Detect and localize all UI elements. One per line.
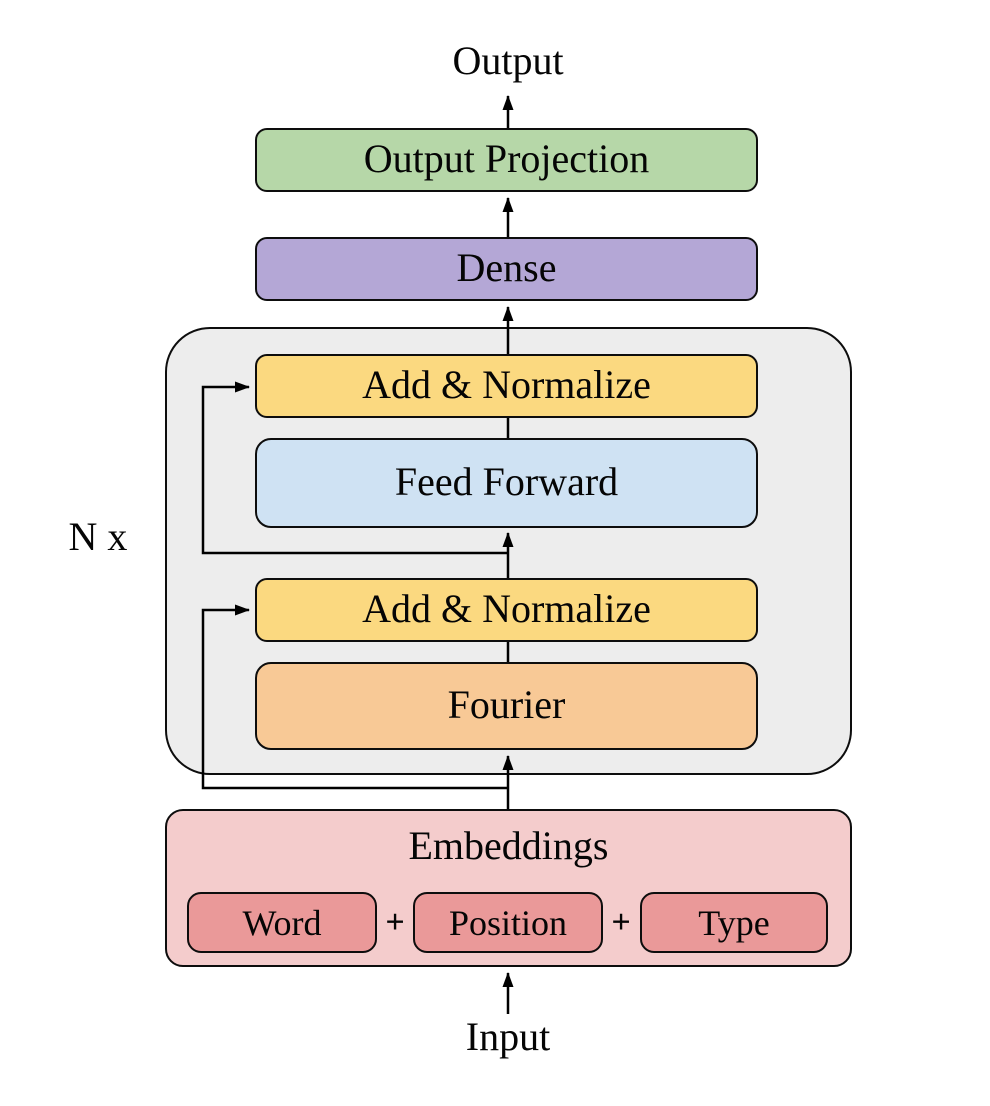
output-label: Output <box>452 38 564 83</box>
block-position-embedding-label: Position <box>448 902 568 943</box>
plus-operator-word-position: + <box>385 903 405 941</box>
block-add-normalize-bottom: Add & Normalize <box>255 578 758 642</box>
block-add-normalize-top: Add & Normalize <box>255 354 758 418</box>
block-output-projection-label: Output Projection <box>363 136 650 181</box>
repeat-n-times-label: N x <box>68 514 128 559</box>
block-output-projection: Output Projection <box>255 128 758 192</box>
plus-operator-position-type: + <box>611 903 631 941</box>
block-dense: Dense <box>255 237 758 301</box>
block-dense-label: Dense <box>456 245 557 290</box>
input-label: Input <box>465 1014 551 1059</box>
block-word-embedding: Word <box>187 892 377 953</box>
block-embeddings: Embeddings Word + Position + Type <box>165 809 852 967</box>
block-fourier-label: Fourier <box>447 682 566 727</box>
block-feed-forward-label: Feed Forward <box>394 459 619 504</box>
block-word-embedding-label: Word <box>242 902 322 943</box>
block-fourier: Fourier <box>255 662 758 750</box>
block-add-normalize-bottom-label: Add & Normalize <box>362 586 651 631</box>
block-feed-forward: Feed Forward <box>255 438 758 528</box>
block-type-embedding-label: Type <box>698 902 770 943</box>
block-embeddings-label: Embeddings <box>408 823 609 868</box>
block-position-embedding: Position <box>413 892 603 953</box>
block-add-normalize-top-label: Add & Normalize <box>362 362 651 407</box>
block-type-embedding: Type <box>640 892 828 953</box>
